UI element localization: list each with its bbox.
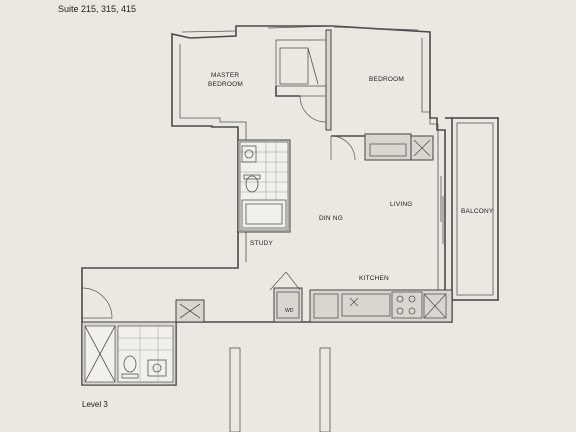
master-bedroom-label-line2: BEDROOM [208, 81, 243, 88]
burner-icon [408, 295, 416, 303]
kitchen-counter [309, 289, 453, 323]
vanity [147, 359, 167, 377]
bedroom-label: BEDROOM [369, 76, 404, 83]
living-label: LIVING [390, 201, 413, 208]
toilet-tank [121, 373, 139, 379]
balcony-label: BALCONY [461, 208, 494, 215]
faucet-icon [349, 297, 359, 307]
toilet-icon [123, 355, 137, 373]
burner-icon [396, 307, 404, 315]
laundry-door [269, 271, 301, 291]
bathroom-floor [117, 325, 174, 383]
level-label: Level 3 [82, 400, 108, 409]
entry-door [81, 287, 113, 319]
bedroom-door [330, 135, 356, 161]
closet-shelf [369, 143, 407, 157]
vanity-bowl [152, 363, 162, 373]
dishwasher [423, 293, 447, 319]
dishwasher-mark [423, 293, 447, 319]
sink [241, 145, 257, 163]
suite-label: Suite 215, 315, 415 [58, 4, 136, 14]
burner-icon [408, 307, 416, 315]
kitchen-label: KITCHEN [359, 275, 389, 282]
bedroom-wall [275, 86, 300, 97]
study-label: STUDY [250, 240, 273, 247]
tile-grid [118, 326, 173, 382]
toilet-tank [243, 174, 261, 180]
bathtub-inner [245, 203, 283, 225]
balcony [451, 117, 499, 301]
bathtub [241, 199, 287, 229]
window [181, 30, 237, 33]
toilet-icon [245, 175, 259, 193]
laundry-closet [273, 287, 303, 323]
column [229, 347, 241, 432]
interior-wall-line [421, 38, 439, 294]
balcony-rail [456, 122, 494, 296]
dining-label: DIN NG [319, 215, 343, 222]
linen-mark [179, 303, 201, 319]
ensuite-floor [239, 141, 289, 231]
mechanical-mark [413, 139, 431, 157]
washer-dryer [276, 291, 300, 319]
washer-dryer-label: WD [285, 308, 294, 314]
master-bedroom-label: MASTER [211, 72, 239, 79]
sink-bowl [244, 149, 254, 159]
burner-icon [396, 295, 404, 303]
shower-drain-mark [84, 325, 116, 383]
master-door [299, 95, 327, 123]
fridge [313, 293, 339, 319]
window [267, 25, 335, 29]
closet [275, 39, 327, 87]
closet-shelf [279, 47, 309, 85]
partition-wall [325, 29, 332, 131]
cooktop [391, 291, 423, 319]
window [333, 26, 419, 31]
column [319, 347, 331, 432]
closet-door [307, 47, 319, 85]
kitchen-sink [341, 293, 391, 317]
